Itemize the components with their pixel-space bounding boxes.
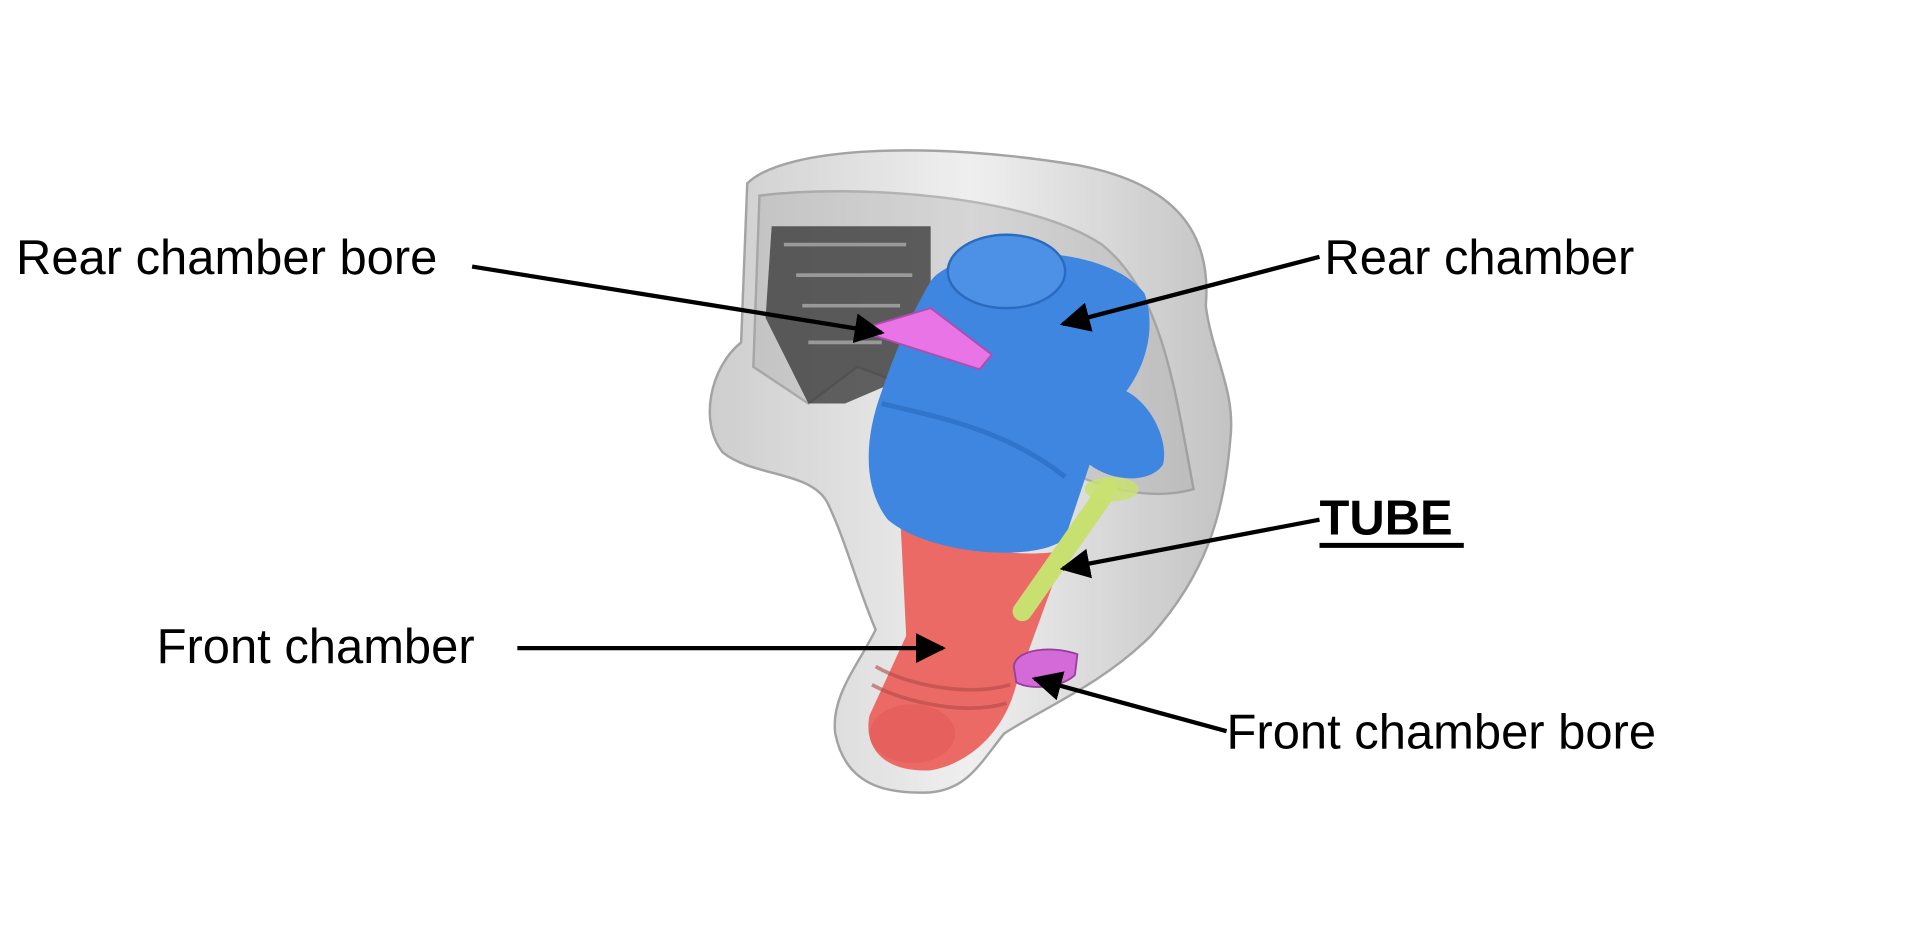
label-rear-chamber: Rear chamber: [1324, 231, 1634, 285]
label-front-chamber-bore: Front chamber bore: [1227, 705, 1656, 759]
front-chamber-bore-arrow: [1031, 671, 1228, 734]
label-front-chamber: Front chamber: [157, 620, 475, 674]
rear-chamber-bore: [854, 307, 994, 371]
tube-arrow: [1059, 517, 1320, 579]
rear-chamber-bore-arrow: [471, 264, 885, 344]
label-rear-chamber-bore: Rear chamber bore: [16, 231, 437, 285]
rear-chamber-cap: [946, 233, 1067, 310]
label-tube: TUBE: [1320, 491, 1453, 545]
electronics-block: [765, 226, 931, 404]
rear-chamber-arrow: [1059, 254, 1321, 332]
